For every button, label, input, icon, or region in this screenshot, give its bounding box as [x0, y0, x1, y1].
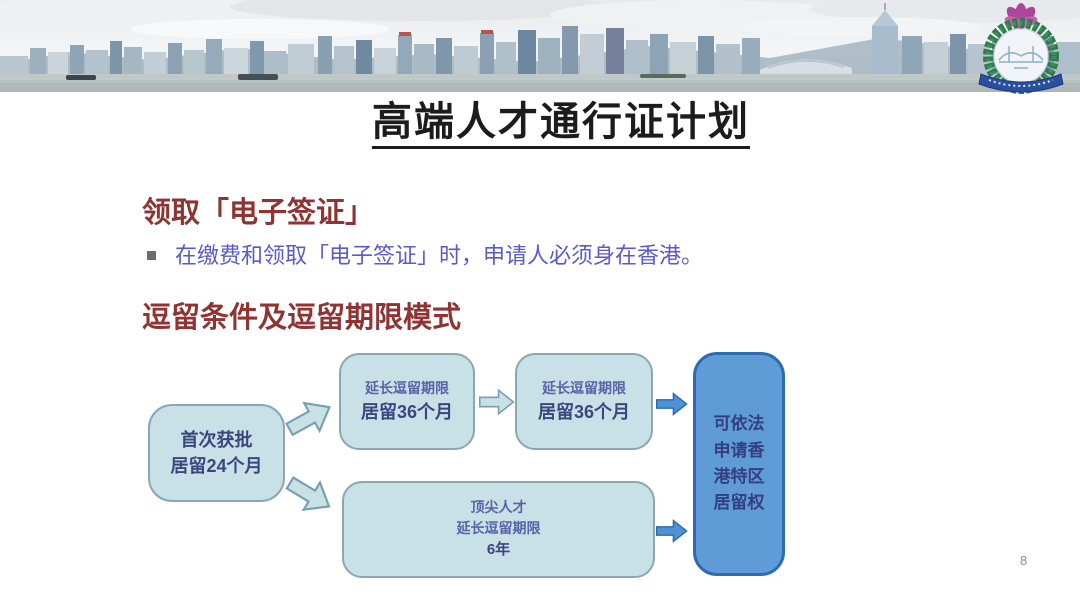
immigration-department-emblem — [978, 3, 1064, 94]
flow-box-line: 居留36个月 — [360, 401, 454, 422]
bridge-sketch-icon — [998, 46, 1044, 69]
flow-box-line: 延长逗留期限 — [365, 379, 449, 396]
evisa-section-heading: 领取「电子签证」 — [142, 197, 375, 229]
flow-arrow-first-to-extension1 — [278, 389, 343, 447]
square-bullet-icon — [147, 251, 156, 260]
flow-box-line: 延长逗留期限 — [542, 379, 626, 396]
flow-box-line: 首次获批 — [180, 429, 253, 450]
flow-box-line: 居留24个月 — [170, 456, 263, 476]
flow-arrow-first-to-top-talent — [278, 466, 343, 525]
flow-box-line: 居留36个月 — [537, 401, 631, 422]
page-number: 8 — [1020, 553, 1028, 568]
flow-box-line: 延长逗留期限 — [456, 520, 541, 537]
flow-box-right-of-abode: 可依法申请香港特区居留权 — [693, 352, 785, 576]
flow-box-first-approval: 首次获批 居留24个月 — [148, 404, 285, 502]
flow-box-extension-1: 延长逗留期限 居留36个月 — [339, 353, 475, 450]
flow-box-line: 6年 — [486, 541, 511, 559]
flow-box-extension-2: 延长逗留期限 居留36个月 — [515, 353, 653, 450]
flow-box-top-talent: 顶尖人才 延长逗留期限 6年 — [342, 481, 655, 578]
flow-arrow-extension2-to-abode — [656, 388, 688, 420]
page-title: 高端人才通行证计划 — [372, 101, 750, 149]
flow-box-line: 顶尖人才 — [470, 499, 527, 516]
evisa-bullet-text: 在缴费和领取「电子签证」时，申请人必须身在香港。 — [175, 243, 704, 268]
flow-arrow-extension1-to-extension2 — [479, 386, 515, 418]
harbour-skyline-photo — [0, 0, 1080, 92]
stay-section-heading: 逗留条件及逗留期限模式 — [142, 302, 462, 334]
evisa-bullet-row: 在缴费和领取「电子签证」时，申请人必须身在香港。 — [147, 241, 703, 271]
flow-arrow-top-talent-to-abode — [656, 515, 688, 547]
flow-box-line: 可依法申请香港特区居留权 — [713, 414, 765, 513]
